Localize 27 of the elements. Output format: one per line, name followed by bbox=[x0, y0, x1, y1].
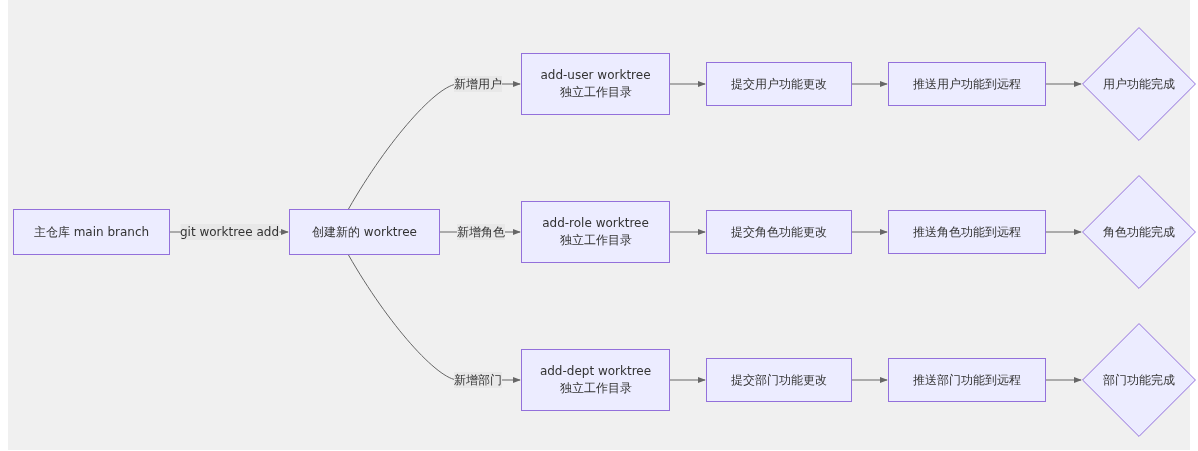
edge-label: git worktree add bbox=[179, 224, 280, 240]
process-box: add-user worktree 独立工作目录 bbox=[521, 53, 670, 115]
arrow bbox=[1045, 228, 1082, 236]
edge-label: 新增角色 bbox=[456, 224, 505, 240]
decision-diamond: 用户功能完成 bbox=[1082, 27, 1196, 141]
process-box: 推送部门功能到远程 bbox=[888, 358, 1046, 402]
process-box: 提交部门功能更改 bbox=[706, 358, 852, 402]
arrow bbox=[669, 80, 706, 88]
arrow bbox=[851, 228, 888, 236]
process-box: 推送用户功能到远程 bbox=[888, 62, 1046, 106]
arrow bbox=[1045, 80, 1082, 88]
process-box: 推送角色功能到远程 bbox=[888, 210, 1046, 254]
process-box: 提交角色功能更改 bbox=[706, 210, 852, 254]
decision-diamond: 角色功能完成 bbox=[1082, 175, 1196, 289]
process-box: add-dept worktree 独立工作目录 bbox=[521, 349, 670, 411]
arrow bbox=[669, 376, 706, 384]
decision-diamond: 部门功能完成 bbox=[1082, 323, 1196, 437]
arrow bbox=[669, 228, 706, 236]
edge-label: 新增用户 bbox=[454, 76, 502, 92]
process-box: 提交用户功能更改 bbox=[706, 62, 852, 106]
arrow bbox=[851, 80, 888, 88]
arrow bbox=[851, 376, 888, 384]
process-box: 主仓库 main branch bbox=[13, 209, 170, 255]
process-box: 创建新的 worktree bbox=[289, 209, 440, 255]
arrow bbox=[1045, 376, 1082, 384]
edge-label: 新增部门 bbox=[454, 372, 502, 388]
process-box: add-role worktree 独立工作目录 bbox=[521, 201, 670, 263]
